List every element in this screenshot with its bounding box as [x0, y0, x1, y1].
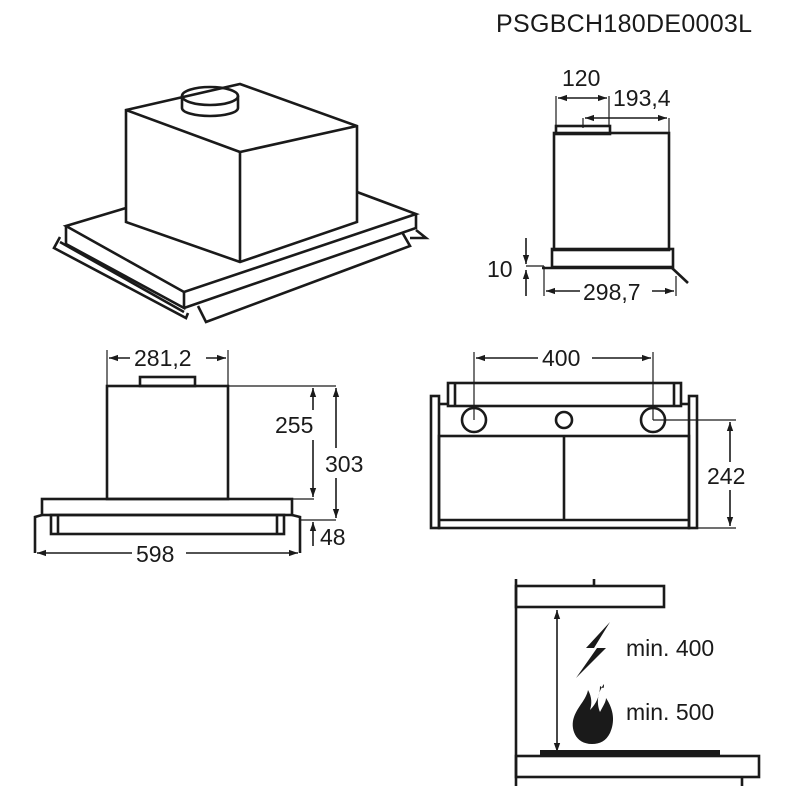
dim-bracket-spacing: 400 — [542, 345, 580, 371]
clearance-gas: min. 500 — [626, 699, 714, 725]
dim-total-width: 598 — [136, 541, 174, 567]
dim-body-width: 281,2 — [134, 345, 192, 371]
model-code: PSGBCH180DE0003L — [496, 10, 753, 38]
front-view: 281,2 255 303 48 598 — [33, 345, 363, 567]
dim-side-depth: 298,7 — [583, 279, 641, 305]
top-view: 400 242 — [429, 345, 745, 530]
dim-lip: 10 — [487, 256, 513, 282]
dim-outlet-offset: 193,4 — [613, 85, 671, 111]
dim-outlet-width: 120 — [562, 65, 600, 91]
clearance-electric: min. 400 — [626, 635, 714, 661]
dim-top-depth: 242 — [707, 463, 745, 489]
flame-icon — [572, 684, 614, 744]
isometric-view — [52, 82, 430, 324]
dim-panel-height: 48 — [320, 524, 346, 550]
clearance-view: min. 400 min. 500 — [514, 579, 761, 786]
side-view: 120 193,4 10 298,7 — [487, 65, 689, 305]
lightning-icon — [576, 622, 610, 678]
dim-body-height: 255 — [275, 412, 313, 438]
dim-total-height: 303 — [325, 451, 363, 477]
